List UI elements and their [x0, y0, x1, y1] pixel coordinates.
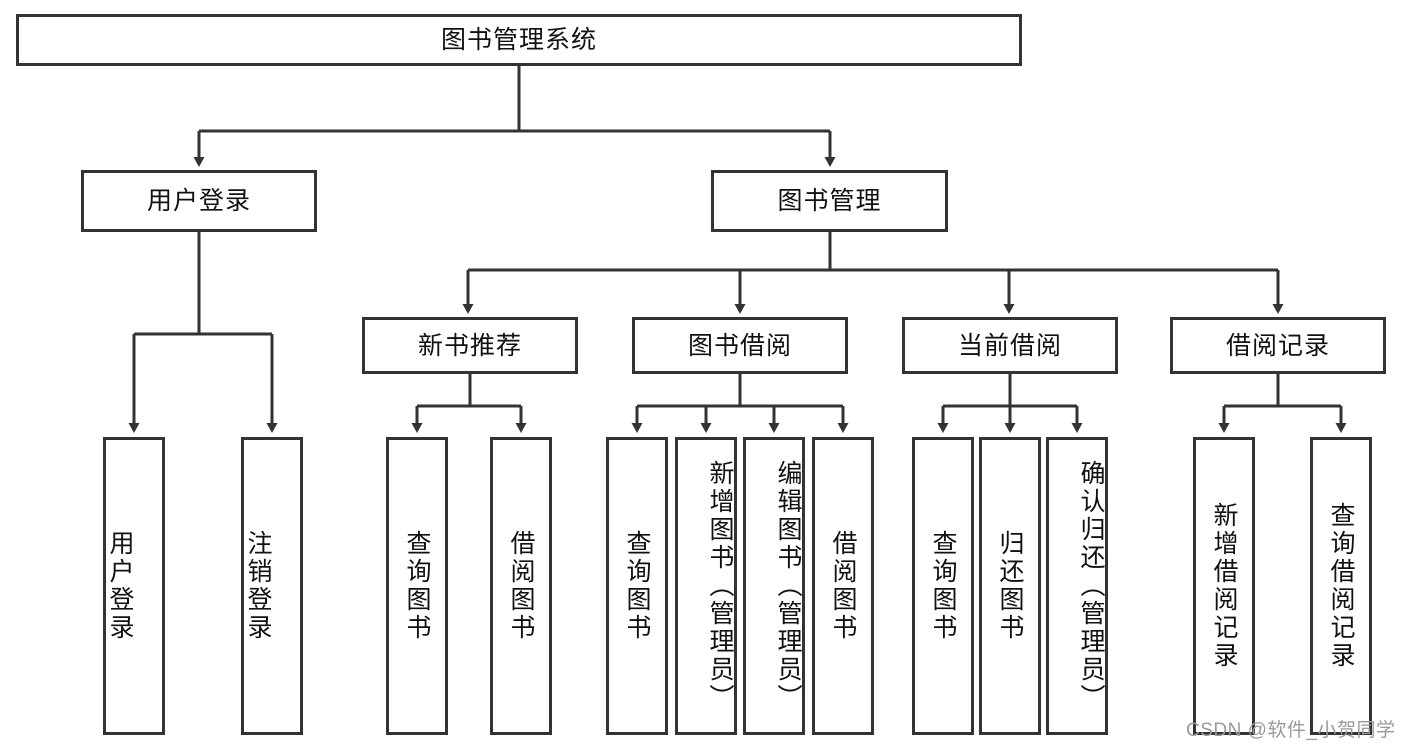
leaf-confirm-return-admin[interactable]: 确认归还（管理员）	[1046, 437, 1108, 735]
node-label: 查询图书	[929, 530, 957, 642]
node-new-book-recommend[interactable]: 新书推荐	[362, 317, 578, 374]
leaf-borrow-books-recommend[interactable]: 借阅图书	[490, 437, 552, 735]
leaf-borrow-books[interactable]: 借阅图书	[812, 437, 874, 735]
leaf-query-books-recommend[interactable]: 查询图书	[386, 437, 448, 735]
leaf-return-books[interactable]: 归还图书	[979, 437, 1041, 735]
node-label: 注销登录	[244, 530, 272, 642]
csdn-watermark: CSDN @软件_小贺同学	[1186, 720, 1396, 741]
leaf-query-books-borrow[interactable]: 查询图书	[606, 437, 668, 735]
node-label: 借阅图书	[829, 530, 857, 642]
leaf-query-borrow-record[interactable]: 查询借阅记录	[1310, 437, 1372, 735]
node-label: 新增图书（管理员）	[706, 460, 734, 712]
node-label: 用户登录	[106, 530, 134, 642]
node-label: 新增借阅记录	[1210, 502, 1238, 670]
node-label: 归还图书	[996, 530, 1024, 642]
node-borrow-record[interactable]: 借阅记录	[1170, 317, 1386, 374]
node-user-login[interactable]: 用户登录	[81, 170, 317, 232]
node-book-borrow[interactable]: 图书借阅	[632, 317, 848, 374]
node-label: 查询图书	[403, 530, 431, 642]
node-label: 查询借阅记录	[1327, 502, 1355, 670]
node-label: 当前借阅	[957, 331, 1062, 360]
leaf-edit-book-admin[interactable]: 编辑图书（管理员）	[743, 437, 805, 735]
node-label: 借阅图书	[507, 530, 535, 642]
leaf-add-borrow-record[interactable]: 新增借阅记录	[1193, 437, 1255, 735]
node-root-system[interactable]: 图书管理系统	[16, 14, 1022, 66]
node-book-management[interactable]: 图书管理	[711, 170, 948, 232]
leaf-query-books-current[interactable]: 查询图书	[912, 437, 974, 735]
node-label: 新书推荐	[417, 331, 522, 360]
node-label: 编辑图书（管理员）	[774, 460, 802, 712]
node-label: 图书借阅	[687, 331, 792, 360]
leaf-add-book-admin[interactable]: 新增图书（管理员）	[675, 437, 737, 735]
node-label: 用户登录	[146, 187, 251, 215]
node-label: 借阅记录	[1225, 331, 1330, 360]
leaf-logout[interactable]: 注销登录	[241, 437, 303, 735]
node-label: 查询图书	[623, 530, 651, 642]
node-label: 确认归还（管理员）	[1077, 460, 1105, 712]
node-label: 图书管理系统	[440, 26, 597, 54]
node-label: 图书管理	[777, 187, 882, 215]
node-current-borrow[interactable]: 当前借阅	[902, 317, 1118, 374]
leaf-user-login[interactable]: 用户登录	[103, 437, 165, 735]
